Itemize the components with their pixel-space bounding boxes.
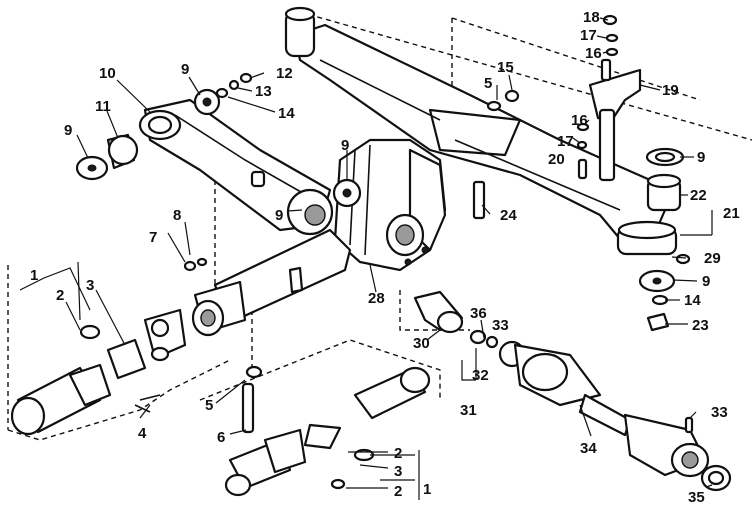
callout-1-right: 1 xyxy=(423,481,431,498)
callout-36: 36 xyxy=(470,305,487,322)
leader-lines xyxy=(19,17,713,500)
drive-shaft-assembly xyxy=(413,290,732,492)
callout-4: 4 xyxy=(138,425,147,442)
callout-13: 13 xyxy=(255,83,272,100)
callout-16-top: 16 xyxy=(585,45,602,62)
bushings xyxy=(75,88,685,293)
callout-28: 28 xyxy=(368,290,385,307)
callout-19: 19 xyxy=(662,82,679,99)
differential-housing xyxy=(333,138,447,272)
callout-11: 11 xyxy=(95,98,111,115)
callout-17-mid: 17 xyxy=(557,133,574,150)
callout-35: 35 xyxy=(688,489,705,506)
propeller-shaft-assembly xyxy=(10,308,431,497)
callout-14-right: 14 xyxy=(684,292,701,309)
callout-16-mid: 16 xyxy=(571,112,588,129)
callout-20: 20 xyxy=(548,151,565,168)
callout-3-right: 3 xyxy=(394,463,402,480)
callout-6: 6 xyxy=(217,429,225,446)
callout-5-upper: 5 xyxy=(484,75,492,92)
axle-housing-tube xyxy=(191,228,352,337)
callout-8: 8 xyxy=(173,207,181,224)
callout-33-top: 33 xyxy=(492,317,509,334)
callout-9-top: 9 xyxy=(181,61,189,78)
callout-14-top: 14 xyxy=(278,105,295,122)
callout-22: 22 xyxy=(690,187,707,204)
callout-3-left: 3 xyxy=(86,277,94,294)
callout-9-diff: 9 xyxy=(341,137,349,154)
callout-33-bottom: 33 xyxy=(711,404,728,421)
fasteners-hardware xyxy=(183,72,691,434)
callout-5-lower: 5 xyxy=(205,397,213,414)
callout-9-right-bottom: 9 xyxy=(702,273,710,290)
callout-10: 10 xyxy=(99,65,116,82)
callout-15: 15 xyxy=(497,59,514,76)
assembly-dashed-outlines xyxy=(7,11,752,441)
callout-21: 21 xyxy=(723,205,740,222)
rear-subframe-crossmember xyxy=(284,6,678,256)
callout-1-left: 1 xyxy=(30,267,38,284)
callout-17-top: 17 xyxy=(580,27,597,44)
callout-9-left: 9 xyxy=(64,122,72,139)
callout-9-right-top: 9 xyxy=(697,149,705,166)
callout-18: 18 xyxy=(583,9,600,26)
callout-9-arm: 9 xyxy=(275,207,283,224)
shock-mount-bracket xyxy=(576,14,642,182)
callout-7: 7 xyxy=(149,229,157,246)
callout-31: 31 xyxy=(460,402,477,419)
callout-34: 34 xyxy=(580,440,597,457)
callout-labels: 1 1 2 2 2 3 3 4 5 5 6 7 8 9 9 9 9 9 9 10… xyxy=(30,9,740,506)
callout-12: 12 xyxy=(276,65,293,82)
trailing-arm xyxy=(138,98,334,236)
callout-23: 23 xyxy=(692,317,709,334)
callout-2-right-bottom: 2 xyxy=(394,483,402,500)
callout-30: 30 xyxy=(413,335,430,352)
callout-2-left: 2 xyxy=(56,287,64,304)
callout-29: 29 xyxy=(704,250,721,267)
callout-32: 32 xyxy=(472,367,489,384)
callout-24: 24 xyxy=(500,207,517,224)
callout-2-right-top: 2 xyxy=(394,445,402,462)
